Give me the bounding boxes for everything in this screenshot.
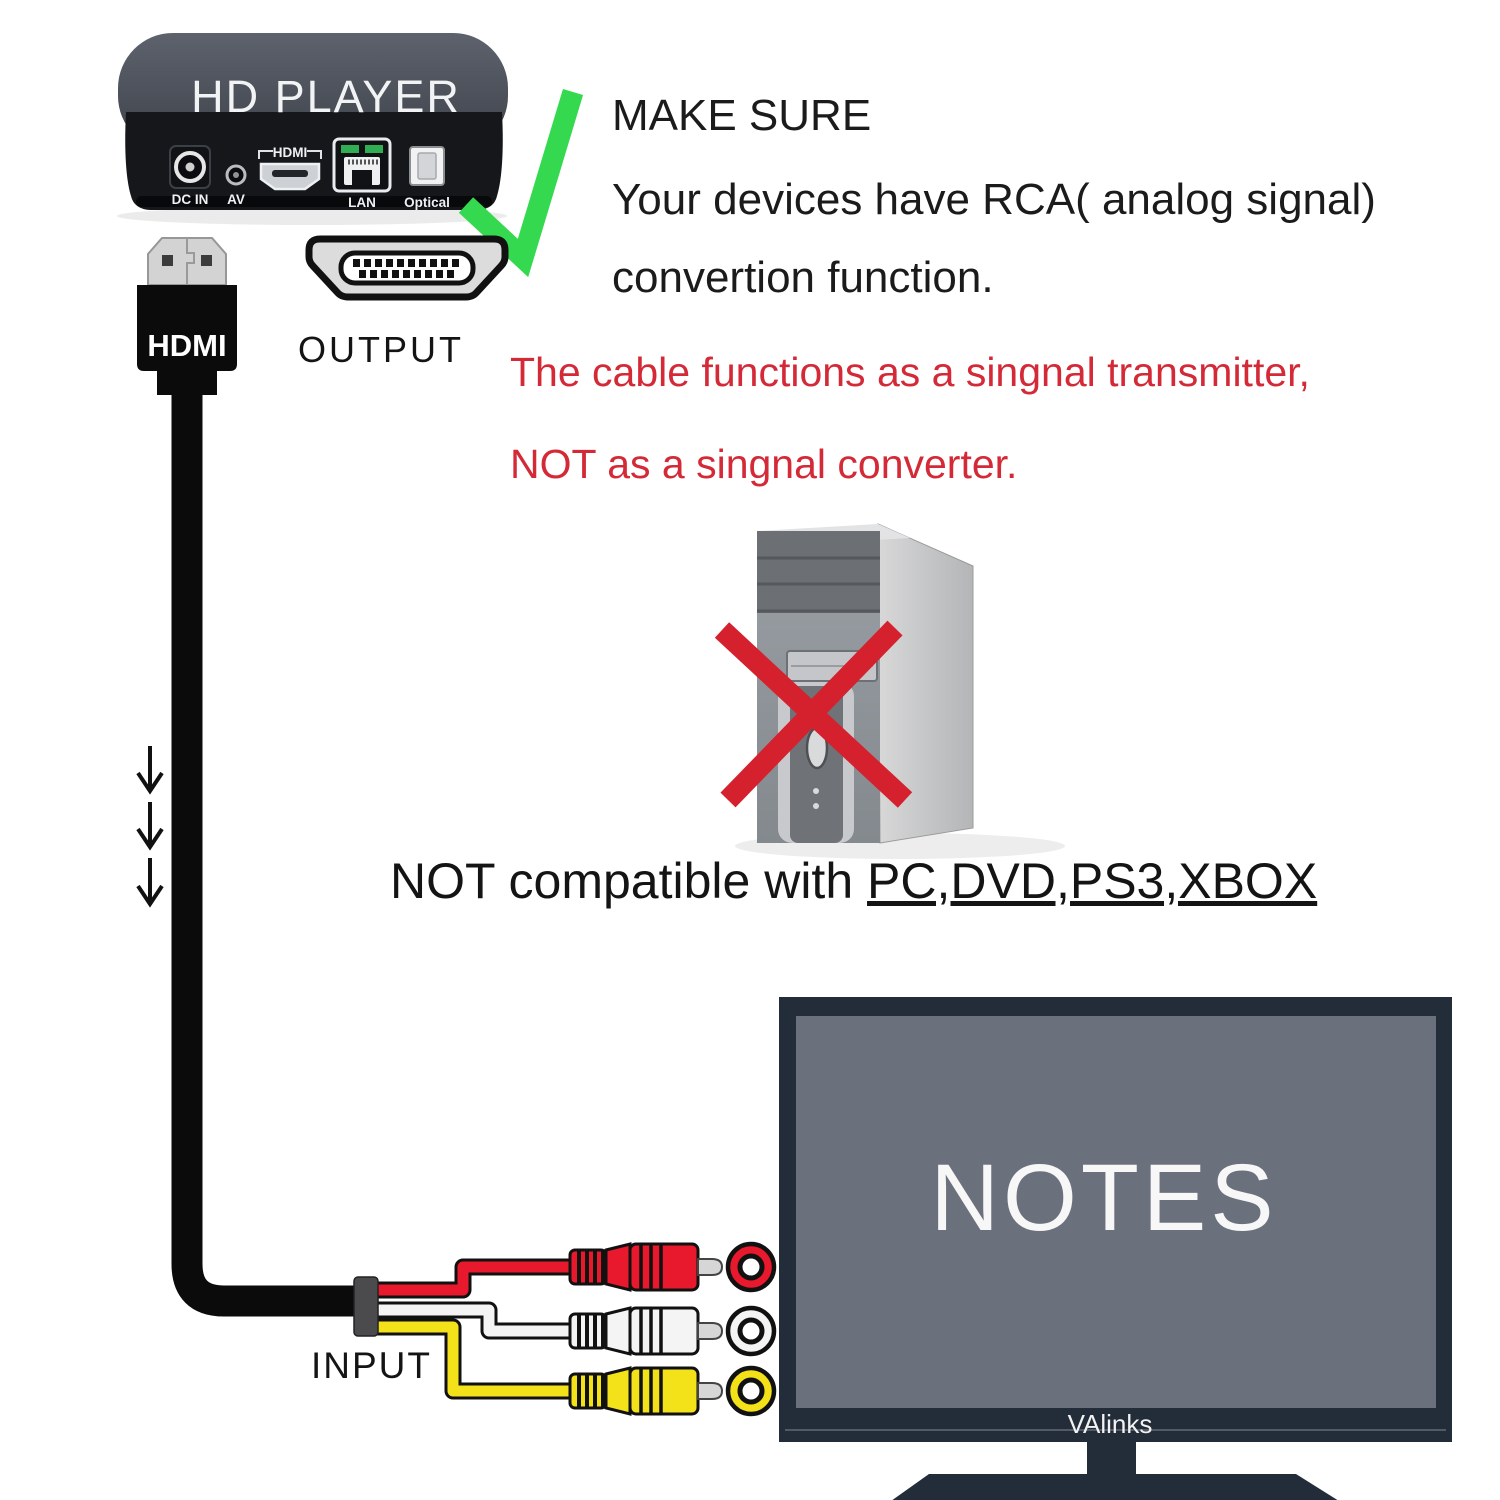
optical-port: Optical bbox=[404, 146, 450, 210]
red-wire bbox=[377, 1261, 574, 1296]
lan-label: LAN bbox=[348, 195, 376, 210]
rca-breakout bbox=[353, 1242, 774, 1416]
tv-stand-base bbox=[892, 1474, 1338, 1500]
tv-screen-text: NOTES bbox=[930, 1145, 1277, 1251]
compatibility-prefix: NOT compatible with bbox=[390, 853, 867, 909]
rca-port-white bbox=[728, 1308, 774, 1354]
warning-line2: NOT as a singnal converter. bbox=[510, 441, 1017, 487]
white-wire bbox=[377, 1304, 574, 1337]
tv-stand-neck bbox=[1087, 1442, 1136, 1474]
hd-player-device: HD PLAYER DC IN AV HDMI bbox=[117, 33, 508, 225]
rca-port-red bbox=[728, 1244, 774, 1290]
av-port: AV bbox=[225, 164, 247, 207]
device-shadow bbox=[117, 207, 507, 225]
tv-monitor: NOTES VAlinks bbox=[779, 997, 1452, 1500]
compatibility-devices: PC,DVD,PS3,XBOX bbox=[867, 853, 1317, 909]
cable-sleeve bbox=[353, 1276, 379, 1337]
red-cross-icon bbox=[714, 620, 913, 808]
hdmi-plug: HDMI bbox=[137, 237, 237, 395]
device-front-face bbox=[125, 112, 503, 210]
dc-in-label: DC IN bbox=[172, 192, 209, 207]
tv-screen bbox=[796, 1016, 1436, 1408]
hdmi-output-socket bbox=[305, 235, 509, 301]
rca-plug-white bbox=[568, 1306, 724, 1356]
optical-label: Optical bbox=[404, 195, 450, 210]
device-title: HD PLAYER bbox=[191, 71, 461, 122]
av-label: AV bbox=[227, 192, 245, 207]
tv-brand: VAlinks bbox=[1068, 1409, 1153, 1439]
rca-plug-red bbox=[568, 1242, 724, 1292]
hdmi-plug-label: HDMI bbox=[147, 328, 226, 363]
pc-tower bbox=[735, 523, 1065, 859]
down-arrows-icon bbox=[136, 746, 164, 908]
hdmi-cable bbox=[171, 393, 356, 1317]
hdmi-port: HDMI bbox=[258, 145, 322, 191]
hdmi-label-bracket bbox=[258, 150, 322, 159]
green-checkmark-icon bbox=[458, 88, 584, 278]
make-sure-line2: convertion function. bbox=[612, 253, 994, 302]
make-sure-heading: MAKE SURE bbox=[612, 91, 871, 140]
rca-port-yellow bbox=[728, 1368, 774, 1414]
lan-port: LAN bbox=[332, 137, 392, 210]
dc-in-port: DC IN bbox=[169, 145, 211, 207]
yellow-wire bbox=[377, 1321, 574, 1397]
warning-line1: The cable functions as a singnal transmi… bbox=[510, 349, 1310, 395]
output-label: OUTPUT bbox=[298, 329, 464, 370]
device-bottom-lip bbox=[136, 196, 492, 207]
make-sure-line1: Your devices have RCA( analog signal) bbox=[612, 175, 1376, 224]
input-label: INPUT bbox=[311, 1345, 432, 1386]
rca-plug-yellow bbox=[568, 1366, 724, 1416]
compatibility-note: NOT compatible with PC,DVD,PS3,XBOX bbox=[390, 853, 1317, 909]
hdmi-port-label: HDMI bbox=[273, 145, 308, 160]
